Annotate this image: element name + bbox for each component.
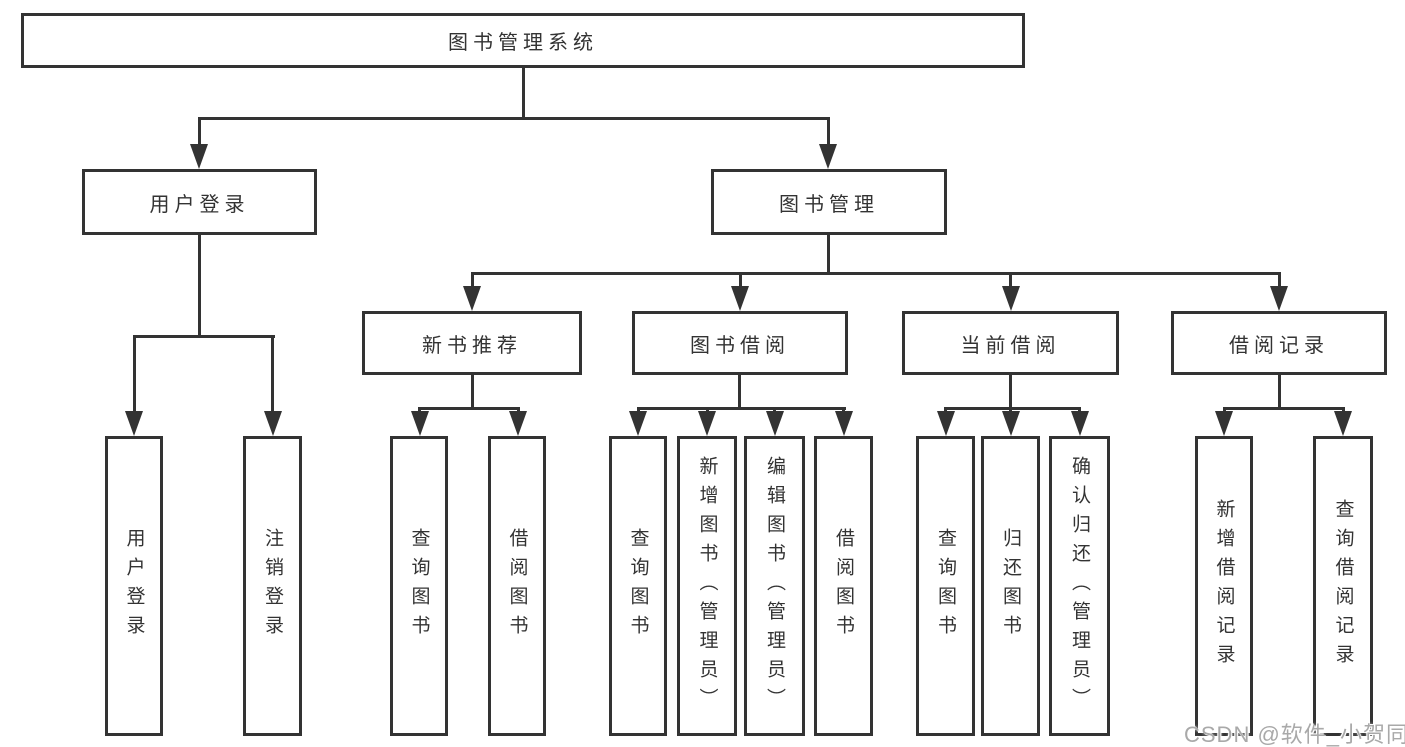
leaf-borrow-query-book: 查询图书 — [609, 436, 667, 736]
connector-current-borrow-drop — [1009, 271, 1012, 288]
arrowhead-leaf-bb-edit — [765, 411, 784, 436]
connector-logout-drop — [271, 334, 274, 413]
connector-borrow-record-rail — [1222, 406, 1345, 410]
node-book-borrow: 图书借阅 — [632, 311, 848, 375]
leaf-user-login: 用户登录 — [105, 436, 163, 736]
arrowhead-leaf-login — [125, 411, 143, 436]
arrowhead-leaf-bb-query — [629, 411, 647, 436]
leaf-borrow-query-book-label: 查询图书 — [627, 528, 649, 644]
leaf-current-confirm-return-admin: 确认归还（管理员） — [1049, 436, 1110, 736]
node-book-management: 图书管理 — [711, 169, 947, 235]
leaf-record-add-borrow-record-label: 新增借阅记录 — [1213, 499, 1235, 673]
connector-book-borrow-trunk — [738, 375, 741, 408]
connector-login-drop — [132, 334, 136, 413]
connector-cb-return-stub — [1009, 406, 1012, 414]
connector-level1-rail — [197, 116, 830, 120]
leaf-current-return-book: 归还图书 — [981, 436, 1040, 736]
node-user-login: 用户登录 — [82, 169, 317, 235]
arrowhead-leaf-logout — [263, 411, 282, 436]
leaf-borrow-add-book-admin-label: 新增图书（管理员） — [696, 455, 718, 717]
connector-cb-query-stub — [944, 406, 947, 414]
connector-new-book-rail — [418, 406, 520, 410]
connector-root-trunk — [521, 68, 525, 120]
arrowhead-leaf-br-add — [1215, 411, 1233, 436]
connector-user-login-rail — [132, 334, 275, 338]
connector-current-borrow-trunk — [1009, 375, 1012, 408]
leaf-recommend-query-book: 查询图书 — [390, 436, 448, 736]
arrowhead-current-borrow — [1001, 286, 1020, 311]
leaf-borrow-borrow-book-label: 借阅图书 — [833, 528, 854, 644]
leaf-record-query-borrow-record-label: 查询借阅记录 — [1332, 499, 1354, 673]
connector-bb-query-stub — [636, 406, 640, 414]
leaf-current-query-book: 查询图书 — [916, 436, 975, 736]
arrowhead-book-borrow — [731, 286, 749, 311]
root-node-library-system: 图书管理系统 — [21, 13, 1025, 68]
leaf-logout: 注销登录 — [243, 436, 302, 736]
leaf-logout-label: 注销登录 — [262, 528, 283, 644]
leaf-borrow-add-book-admin: 新增图书（管理员） — [677, 436, 737, 736]
leaf-current-return-book-label: 归还图书 — [1000, 528, 1021, 644]
arrowhead-leaf-bb-borrow — [834, 411, 853, 436]
arrowhead-borrow-record — [1270, 286, 1288, 311]
leaf-record-query-borrow-record: 查询借阅记录 — [1313, 436, 1373, 736]
arrowhead-leaf-cb-confirm — [1070, 411, 1089, 436]
arrowhead-leaf-nb-borrow — [509, 411, 527, 436]
connector-br-query-stub — [1341, 406, 1345, 414]
arrowhead-leaf-nb-query — [410, 411, 429, 436]
connector-current-borrow-rail — [944, 406, 1081, 410]
arrowhead-leaf-br-query — [1334, 411, 1352, 436]
arrowhead-leaf-bb-add — [698, 411, 716, 436]
arrowhead-leaf-cb-return — [1001, 411, 1020, 436]
node-new-book-recommend: 新书推荐 — [362, 311, 582, 375]
connector-user-login-drop — [197, 116, 201, 147]
connector-user-login-trunk — [198, 235, 201, 337]
leaf-borrow-edit-book-admin-label: 编辑图书（管理员） — [764, 455, 785, 717]
leaf-current-confirm-return-admin-label: 确认归还（管理员） — [1069, 455, 1090, 717]
leaf-recommend-query-book-label: 查询图书 — [408, 528, 430, 644]
arrowhead-book-mgmt — [819, 144, 837, 169]
connector-nb-borrow-stub — [516, 406, 520, 414]
connector-bb-add-stub — [705, 406, 709, 414]
csdn-watermark: CSDN @软件_小贺同学 — [1184, 722, 1405, 747]
connector-book-borrow-rail — [636, 406, 846, 410]
connector-new-book-drop — [470, 271, 474, 288]
leaf-recommend-borrow-book-label: 借阅图书 — [506, 528, 528, 644]
node-borrow-record: 借阅记录 — [1171, 311, 1387, 375]
arrowhead-leaf-cb-query — [936, 411, 955, 436]
leaf-user-login-label: 用户登录 — [123, 528, 145, 644]
connector-book-mgmt-drop — [826, 116, 830, 147]
arrowhead-new-book — [463, 286, 481, 311]
connector-br-add-stub — [1222, 406, 1226, 414]
arrowhead-user-login — [190, 144, 208, 169]
leaf-recommend-borrow-book: 借阅图书 — [488, 436, 546, 736]
connector-book-mgmt-trunk — [826, 235, 830, 274]
connector-borrow-record-trunk — [1277, 375, 1281, 408]
connector-cb-confirm-stub — [1078, 406, 1081, 414]
leaf-record-add-borrow-record: 新增借阅记录 — [1195, 436, 1253, 736]
connector-borrow-record-drop — [1277, 271, 1281, 288]
connector-bb-edit-stub — [773, 406, 776, 414]
connector-book-borrow-drop — [738, 271, 742, 288]
connector-bb-borrow-stub — [842, 406, 845, 414]
leaf-borrow-edit-book-admin: 编辑图书（管理员） — [744, 436, 805, 736]
connector-nb-query-stub — [418, 406, 421, 414]
node-current-borrow: 当前借阅 — [902, 311, 1119, 375]
connector-level2-rail — [470, 271, 1281, 275]
leaf-borrow-borrow-book: 借阅图书 — [814, 436, 873, 736]
leaf-current-query-book-label: 查询图书 — [935, 528, 956, 644]
connector-new-book-trunk — [470, 375, 474, 408]
